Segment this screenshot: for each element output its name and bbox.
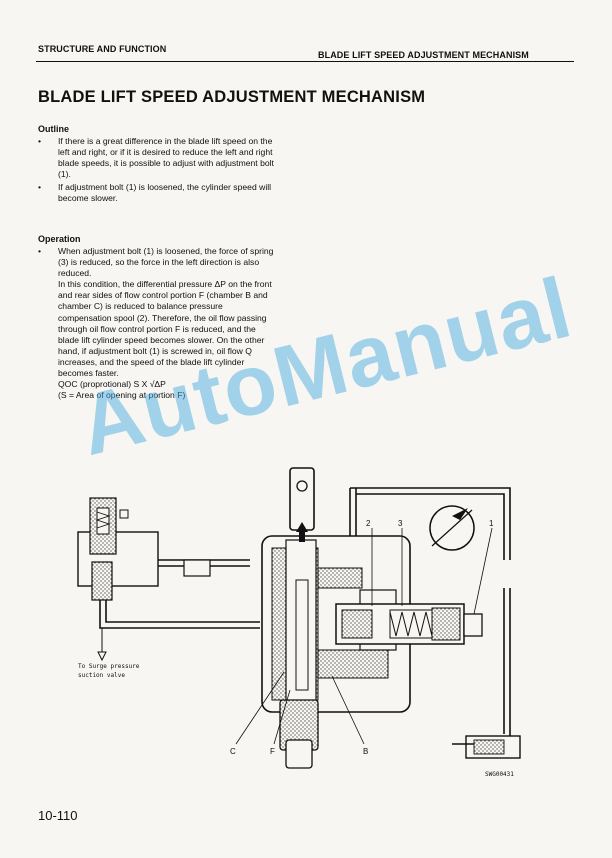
formula-line-1: QOC (proprotional) S X √ΔP (58, 379, 166, 390)
diagram-note-line-2: suction valve (78, 672, 125, 679)
formula-line-2: (S = Area of opening at portion F) (58, 390, 186, 401)
outline-bullet: •If there is a great difference in the b… (38, 136, 274, 180)
operation-heading: Operation (38, 234, 81, 244)
leader-lines (235, 527, 493, 745)
part-label-3: 3 (398, 519, 403, 528)
compensation-spool-assembly (335, 603, 483, 645)
operation-body: •When adjustment bolt (1) is loosened, t… (38, 246, 276, 401)
label-chamber-c: C (230, 747, 236, 756)
header-section: STRUCTURE AND FUNCTION (38, 44, 167, 54)
label-portion-f: F (270, 747, 275, 756)
outline-bullet: •If adjustment bolt (1) is loosened, the… (38, 182, 272, 204)
page-number: 10-110 (38, 808, 78, 823)
outline-body: •If there is a great difference in the b… (38, 136, 276, 205)
page-title: BLADE LIFT SPEED ADJUSTMENT MECHANISM (38, 88, 426, 106)
part-label-1: 1 (489, 519, 494, 528)
hydraulic-pump-symbol (429, 505, 475, 551)
label-chamber-b: B (363, 747, 368, 756)
diagram-note-line-1: To Surge pressure (78, 663, 140, 670)
header-topic: BLADE LIFT SPEED ADJUSTMENT MECHANISM (318, 50, 529, 60)
pressure-compensation-valve (77, 497, 159, 601)
figure-code: SWG00431 (485, 771, 514, 778)
spool-rod (279, 467, 319, 769)
outline-heading: Outline (38, 124, 69, 134)
cylinder (452, 735, 521, 759)
part-label-2: 2 (366, 519, 371, 528)
operation-continuation: In this condition, the differential pres… (58, 279, 272, 379)
operation-bullet: •When adjustment bolt (1) is loosened, t… (38, 246, 274, 279)
header-rule (36, 61, 574, 62)
drain-arrow (97, 628, 107, 662)
